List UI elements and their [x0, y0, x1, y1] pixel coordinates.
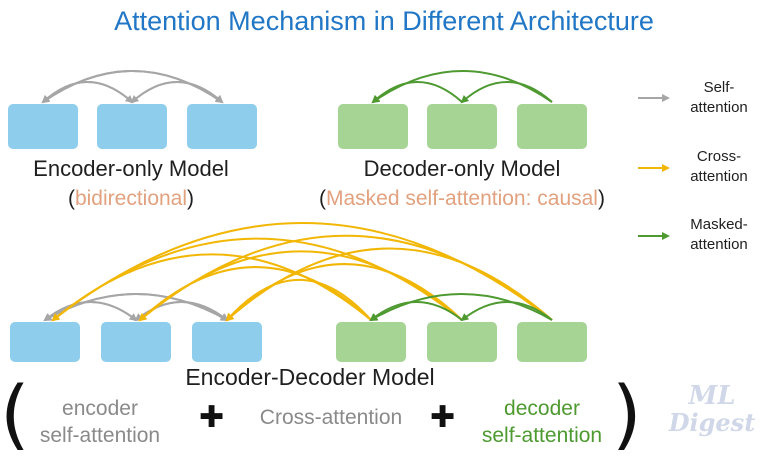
encoder-only-note: (bidirectional): [0, 187, 262, 211]
decoder-self-attention-line1: decoder: [504, 397, 580, 420]
encoder-decoder-label: Encoder-Decoder Model: [185, 364, 435, 390]
legend-cross-label: Cross- attention: [676, 147, 762, 187]
legend-self-line1: Self-: [703, 79, 735, 96]
masked-attention-arrows: [369, 70, 553, 322]
left-big-paren: (: [0, 369, 30, 458]
encoder-only-block-3: [187, 104, 257, 149]
enc-dec-decoder-block-3: [517, 322, 587, 362]
decoder-only-block-1: [338, 104, 408, 149]
ml-digest-logo: ML Digest: [662, 382, 762, 436]
ed-enc-self-arc-2-1: [43, 301, 137, 322]
cross-arc-d3-e3: [225, 247, 553, 322]
plus-sign-2: ✚: [430, 400, 456, 435]
decoder-only-close-paren: ): [597, 187, 605, 210]
encoder-only-block-1: [8, 104, 78, 149]
ed-dec-mask-arc-3-2: [460, 301, 553, 322]
right-big-paren: ): [612, 369, 642, 458]
logo-line1: ML: [688, 381, 736, 411]
decoder-only-block-2: [427, 104, 497, 149]
dec-mask-arc-2-1: [371, 81, 463, 104]
ed-dec-mask-arc-3-1: [369, 293, 553, 321]
cross-attention-label: Cross-attention: [259, 406, 403, 429]
legend-masked-label: Masked- attention: [676, 215, 762, 255]
cross-attention-arrows: [51, 222, 553, 322]
diagram-title: Attention Mechanism in Different Archite…: [114, 6, 654, 36]
encoder-self-attention-line2: self-attention: [39, 424, 161, 447]
logo-line2: Digest: [668, 408, 756, 437]
legend-masked-line2: attention: [690, 236, 748, 253]
ed-dec-mask-arc-2-1: [369, 301, 463, 322]
decoder-only-block-3: [517, 104, 587, 149]
encoder-only-open-paren: (: [67, 187, 75, 210]
enc-self-arc-2-1: [41, 81, 133, 104]
legend-arrows: [638, 94, 670, 240]
legend-self-label: Self- attention: [676, 78, 762, 118]
decoder-self-attention-label: decoder self-attention: [462, 395, 622, 449]
decoder-only-label: Decoder-only Model: [363, 156, 561, 181]
bidirectional-note: bidirectional: [74, 187, 188, 210]
masked-causal-note: Masked self-attention: causal: [326, 187, 598, 210]
decoder-only-note: (Masked self-attention: causal): [262, 187, 662, 211]
legend-cross-line2: attention: [690, 168, 748, 185]
enc-dec-encoder-block-2: [101, 322, 171, 362]
enc-dec-encoder-block-3: [192, 322, 262, 362]
encoder-self-attention-label: encoder self-attention: [10, 395, 190, 449]
enc-dec-encoder-block-1: [10, 322, 80, 362]
encoder-only-label: Encoder-only Model: [33, 156, 229, 181]
dec-mask-arc-3-1: [371, 70, 553, 104]
encoder-self-attention-line1: encoder: [62, 397, 138, 420]
decoder-self-attention-line2: self-attention: [481, 424, 603, 447]
cross-arc-d3-e2: [138, 234, 553, 322]
enc-self-arc-3-2: [130, 81, 223, 104]
legend-cross-line1: Cross-: [696, 148, 742, 165]
enc-self-arc-3-1: [41, 70, 223, 104]
legend-self-line2: attention: [690, 99, 748, 116]
enc-dec-decoder-block-1: [336, 322, 406, 362]
cross-arc-d1-e3: [225, 278, 372, 322]
encoder-only-block-2: [97, 104, 167, 149]
legend-masked-line1: Masked-: [690, 216, 748, 233]
decoder-only-open-paren: (: [319, 187, 326, 210]
dec-mask-arc-3-2: [460, 81, 553, 104]
plus-sign-1: ✚: [199, 400, 225, 435]
ed-enc-self-arc-3-1: [43, 293, 228, 321]
enc-dec-decoder-block-2: [427, 322, 497, 362]
encoder-only-close-paren: ): [187, 187, 195, 210]
